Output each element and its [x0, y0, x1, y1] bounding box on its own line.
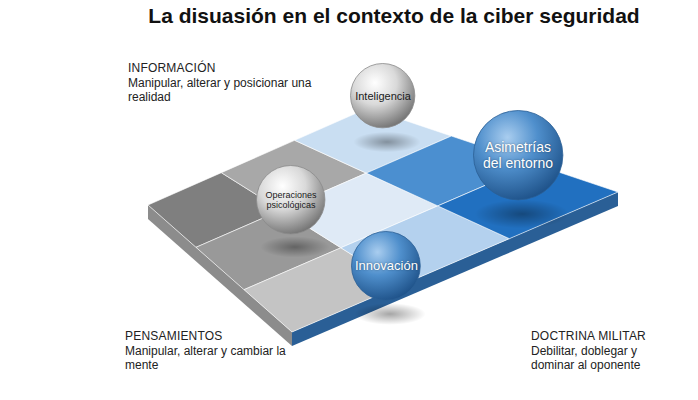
sphere-node: Operaciones psicológicas	[256, 165, 325, 234]
sphere-label: Operaciones psicológicas	[261, 190, 321, 211]
corner-description: Manipular, alterar y posicionar una real…	[128, 76, 318, 104]
sphere-label: Asimetrías del entorno	[479, 139, 557, 171]
corner-description: Debilitar, doblegar y dominar al oponent…	[531, 344, 681, 372]
corner-heading: INFORMACIÓN	[128, 61, 348, 75]
sphere-node: Asimetrías del entorno	[473, 110, 563, 200]
sphere-label: Inteligencia	[354, 90, 412, 103]
corner-description: Manipular, alterar y cambiar la mente	[125, 344, 295, 372]
sphere-shadow	[353, 132, 420, 152]
title: La disuasión en el contexto de la ciber …	[0, 4, 698, 28]
corner-heading: DOCTRINA MILITAR	[531, 329, 691, 343]
sphere-shadow	[354, 303, 425, 325]
sphere-shadow	[260, 236, 329, 257]
corner-heading: PENSAMIENTOS	[125, 329, 345, 343]
sphere-node: Inteligencia	[350, 63, 415, 128]
sphere-shadow	[475, 200, 570, 229]
sphere-label: Innovación	[355, 259, 417, 274]
sphere-node: Innovación	[351, 231, 421, 301]
